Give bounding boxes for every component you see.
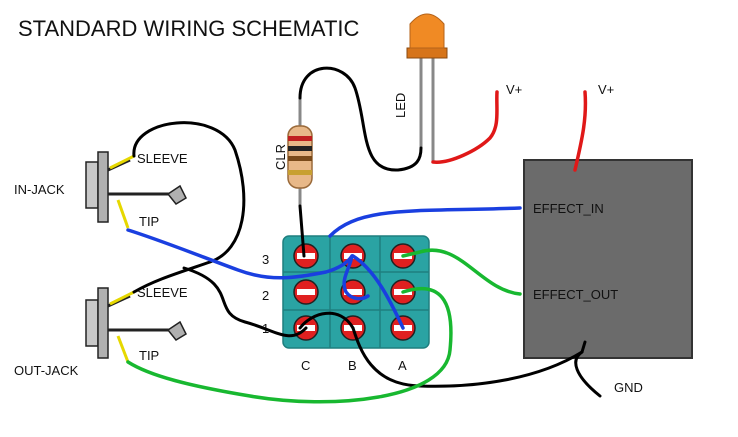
out-jack	[85, 287, 187, 359]
effect-in-label: EFFECT_IN	[533, 201, 604, 216]
lug-slot	[297, 289, 315, 295]
led-label: LED	[393, 93, 408, 118]
black-wire-b1-c1	[298, 311, 355, 330]
clr-label: CLR	[273, 144, 288, 170]
v-plus-left-label: V+	[506, 82, 522, 97]
current-limiting-resistor	[287, 98, 313, 206]
switch-row-label: 3	[262, 252, 269, 267]
black-wire-sleeves	[132, 121, 246, 294]
black-wire-switch-c1	[182, 266, 308, 338]
red-wire-led-vplus	[431, 90, 499, 164]
schematic-title: STANDARD WIRING SCHEMATIC	[18, 16, 360, 41]
in-jack-sleeve-label: SLEEVE	[137, 151, 188, 166]
gnd-label: GND	[614, 380, 643, 395]
green-wire-out-tip	[126, 286, 453, 404]
yellow-lead	[109, 154, 135, 170]
effect-board	[523, 159, 693, 359]
switch-row-label: 2	[262, 288, 269, 303]
yellow-lead	[116, 199, 130, 229]
led	[406, 13, 448, 162]
blue-wire-effect-in	[328, 206, 522, 238]
out-jack-sleeve-label: SLEEVE	[137, 285, 188, 300]
v-plus-right-label: V+	[598, 82, 614, 97]
blue-wire-b3-b2	[342, 254, 370, 301]
blue-wire-jumper	[351, 254, 405, 330]
effect-out-label: EFFECT_OUT	[533, 287, 618, 302]
blue-wire-in-tip	[126, 228, 354, 280]
switch-column-label: C	[301, 358, 310, 373]
yellow-lead	[109, 290, 135, 306]
lug-slot	[297, 253, 315, 259]
in-jack-label: IN-JACK	[14, 182, 65, 197]
in-jack	[85, 151, 187, 223]
green-wire-effect-out	[401, 248, 522, 296]
yellow-lead	[116, 335, 130, 363]
black-wire-resistor-switch	[298, 204, 306, 258]
red-wire-board-vplus	[573, 90, 588, 172]
black-wire-resistor-led	[298, 66, 423, 172]
in-jack-tip-label: TIP	[139, 214, 159, 229]
out-jack-tip-label: TIP	[139, 348, 159, 363]
switch-column-label: B	[348, 358, 357, 373]
lug-slot	[344, 289, 362, 295]
switch-column-label: A	[398, 358, 407, 373]
wires	[126, 66, 602, 404]
black-wire-ground	[351, 326, 587, 388]
black-wire-gnd-tail	[574, 350, 602, 398]
out-jack-label: OUT-JACK	[14, 363, 79, 378]
